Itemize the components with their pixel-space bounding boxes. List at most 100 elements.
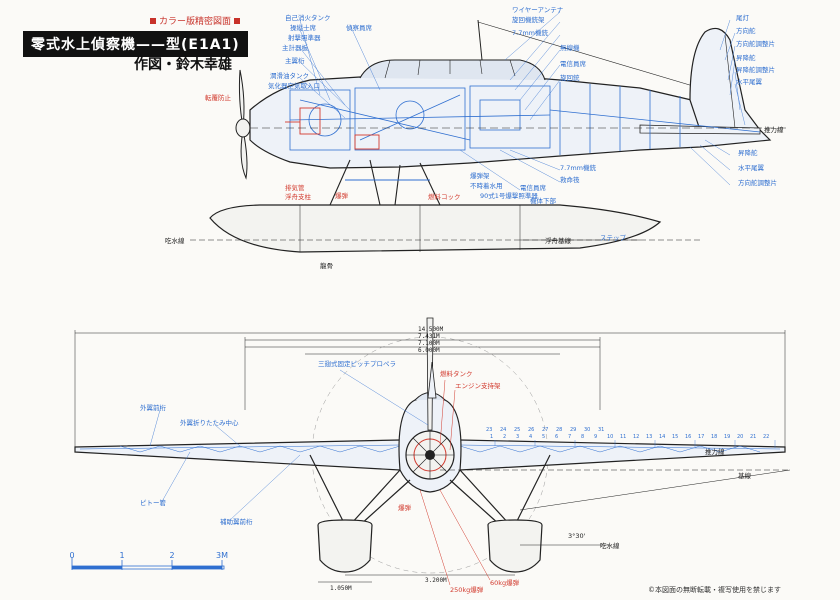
label-side-top-12: 電信員席 [560,59,587,68]
label-side-top-11: 無線機 [560,43,580,52]
side-labels-red: 転覆防止 排気管 浮舟支柱 爆弾 燃料コック [205,93,461,201]
drawing-title: 零式水上偵察機——型(E1A1) [23,31,248,57]
rib-number: 29 [570,427,576,433]
rib-number: 23 [486,427,492,433]
label-side-mid-2: 電信員席 [520,183,547,192]
rib-number: 3 [516,434,519,440]
rib-number: 1 [490,434,493,440]
rib-number: 12 [633,434,639,440]
angle-label: 3°30' [568,532,586,540]
label-side-red-3: 爆弾 [335,191,349,200]
label-front-bomb: 爆弾 [398,503,412,512]
label-side-red-1: 排気管 [285,183,305,192]
label-side-right-0: 尾灯 [736,13,750,22]
label-side-top-10: 7.7mm機銃 [512,28,549,37]
scale-bar: 0 1 2 3M [69,551,228,570]
label-side-top-8: ワイヤーアンテナ [512,6,563,14]
scale-tick-1: 1 [119,551,124,560]
float-baseline-label: 浮舟基線 [545,236,572,245]
rib-number: 21 [750,434,756,440]
label-side-mid-4: 不時着水用 [470,181,503,190]
side-labels-right: 尾灯 方向舵 方向舵調整片 昇降舵 昇降舵調整片 水平尾翼 [736,13,775,86]
wing-ribs [79,444,781,453]
datum-label-front: 基線 [738,471,752,480]
label-side-red-2: 浮舟支柱 [285,192,312,201]
label-side-top-13: 旋回銃 [560,73,580,82]
label-front-250kg: 250kg爆弾 [450,585,484,594]
keel-label: 龍骨 [320,261,333,270]
front-dimensions: 14.500M 7.431M 7.100M 6.000M 1.050M 3.20… [330,326,447,592]
rib-number: 26 [528,427,534,433]
floats-front [317,519,543,573]
rib-number: 10 [607,434,613,440]
side-ref-labels: 推力線 吃水線 浮舟基線 ステップ 龍骨 [165,125,784,270]
vertical-fin [689,27,762,131]
waterline-label-side: 吃水線 [165,236,185,245]
scale-tick-2: 2 [169,551,174,560]
rib-number: 17 [698,434,704,440]
front-view [74,317,791,586]
series-tag: カラー版精密図面 [150,14,240,27]
label-side-top-7: 偵察員席 [346,23,373,32]
rib-number: 7 [568,434,571,440]
dim-2: 7.100M [418,340,440,347]
label-front-pitot: ピトー管 [140,498,167,507]
float-struts-side [329,159,441,206]
label-side-mid-0: 7.7mm機銃 [560,163,597,172]
label-front-spar: 外翼前桁 [140,403,167,412]
scale-tick-0: 0 [69,551,74,560]
scale-tick-3: 3M [216,551,228,560]
rib-number: 19 [724,434,730,440]
rib-number: 20 [737,434,743,440]
front-labels-red: 燃料タンク エンジン支持架 爆弾 60kg爆弾 250kg爆弾 [398,369,520,594]
label-side-mid-3: 爆弾架 [470,171,490,180]
internal-structure-side [289,82,761,155]
side-labels-mid: 7.7mm機銃 救命筏 電信員席 爆弾架 不時着水用 90式1号爆撃照準器 機体… [470,148,777,205]
rib-number: 4 [529,434,532,440]
label-side-top-6: 気化器空気取入口 [268,81,320,90]
label-side-right-1: 方向舵 [736,26,756,35]
label-side-right-4: 昇降舵調整片 [736,65,775,74]
rib-number: 6 [555,434,558,440]
rib-number: 27 [542,427,548,433]
label-side-top-3: 主計器板 [282,43,309,52]
rib-number: 30 [584,427,590,433]
label-side-red-4: 燃料コック [428,192,461,201]
label-side-mid-7: 昇降舵 [738,148,758,157]
label-side-right-2: 方向舵調整片 [736,39,775,48]
rib-number: 15 [672,434,678,440]
label-side-mid-8: 水平尾翼 [738,163,765,172]
dim-3: 6.000M [418,347,440,354]
float-step-label: ステップ [600,234,627,242]
label-side-mid-1: 救命筏 [560,175,580,184]
label-front-60kg: 60kg爆弾 [490,578,520,587]
rib-numbers: 1 2 3 4 5 6 7 8 9 10 11 12 13 14 15 16 1… [486,427,769,440]
rib-number: 2 [503,434,506,440]
rib-number: 13 [646,434,652,440]
rib-number: 24 [500,427,506,433]
label-front-prop: 三翅式固定ピッチプロペラ [318,359,396,368]
float-side [209,204,662,253]
side-view [190,11,790,253]
dim-float-width: 1.050M [330,585,352,592]
label-side-top-1: 操縦士席 [290,23,317,32]
label-front-fuel: 燃料タンク [440,369,473,378]
thrust-line-label-front: 推力線 [705,447,725,456]
float-struts-front [309,454,551,526]
copyright-notice: ©本図面の無断転載・複写使用を禁じます [648,586,781,594]
label-front-fold: 外翼折りたたみ中心 [180,418,239,427]
label-side-top-5: 潤滑油タンク [270,71,309,80]
label-side-mid-9: 方向舵調整片 [738,178,777,187]
rib-number: 8 [581,434,584,440]
label-side-mid-5: 90式1号爆撃照準器 [480,191,538,200]
rib-number: 25 [514,427,520,433]
rib-number: 5 [542,434,545,440]
label-front-aileron: 補助翼前桁 [220,517,253,526]
propeller-side [235,69,251,180]
dim-1: 7.431M [418,333,440,340]
label-front-engine-mount: エンジン支持架 [455,381,501,390]
drawing-credit: 作図・鈴木幸雄 [134,57,232,73]
rib-number: 14 [659,434,665,440]
